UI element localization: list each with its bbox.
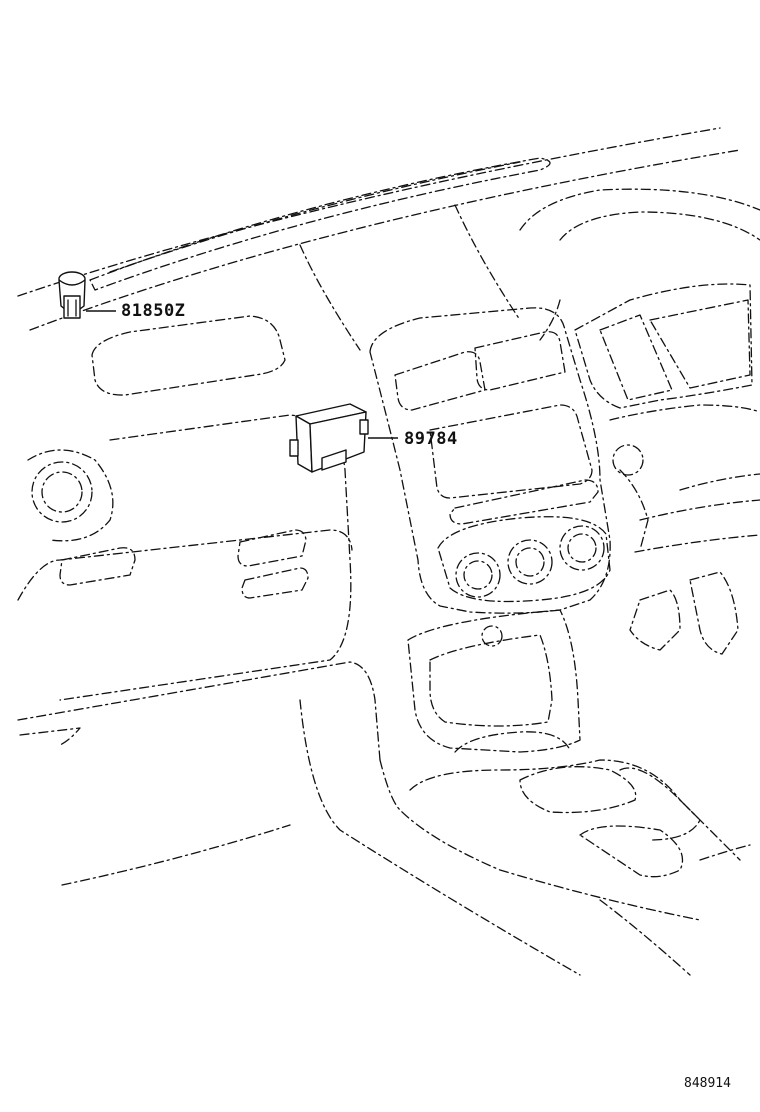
module-part-number-label: 89784	[404, 429, 458, 449]
control-module-icon	[289, 403, 398, 473]
glovebox-area	[17, 414, 381, 761]
dash-top-edge	[17, 127, 741, 331]
center-stack	[369, 307, 611, 614]
driver-side	[519, 188, 760, 655]
lower-console	[407, 609, 741, 878]
illustration-id-label: 848914	[684, 1076, 731, 1091]
solar-sensor-icon	[58, 271, 116, 319]
floor-lines	[61, 204, 751, 976]
dash-vent-area	[91, 315, 286, 396]
sensor-part-number-label: 81850Z	[121, 301, 186, 321]
